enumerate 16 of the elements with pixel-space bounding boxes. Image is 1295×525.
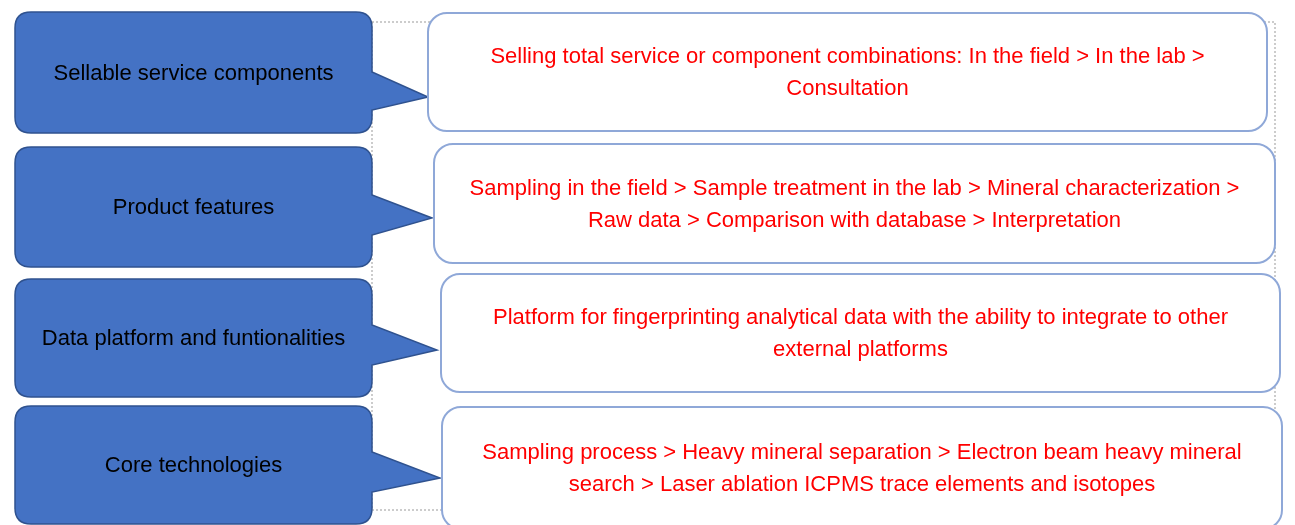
description-box [427, 12, 1268, 132]
callout-shape [15, 12, 428, 133]
description-text: Selling total service or component combinations: In the field > In the lab > Consultation [489, 42, 1206, 102]
description-box [433, 143, 1276, 264]
category-label: Core technologies [104, 451, 283, 480]
callout-shape [15, 406, 440, 524]
description-box [441, 406, 1283, 525]
callout-shape [15, 147, 432, 267]
description-text: Sampling process > Heavy mineral separation > Electron beam heavy mineral search > Laser ablation ICPMS trace elements and isotopes [481, 438, 1243, 498]
category-label: Product features [112, 193, 275, 222]
description-text: Platform for fingerprinting analytical data with the ability to integrate to other external platforms [492, 303, 1229, 363]
description-text: Sampling in the field > Sample treatment in the lab > Mineral characterization > Raw data > Comparison with database > Interpretation [468, 173, 1241, 234]
category-label: Data platform and funtionalities [41, 324, 346, 353]
callout-shape [15, 279, 437, 397]
category-label: Sellable service components [53, 58, 334, 87]
description-box [440, 273, 1281, 393]
